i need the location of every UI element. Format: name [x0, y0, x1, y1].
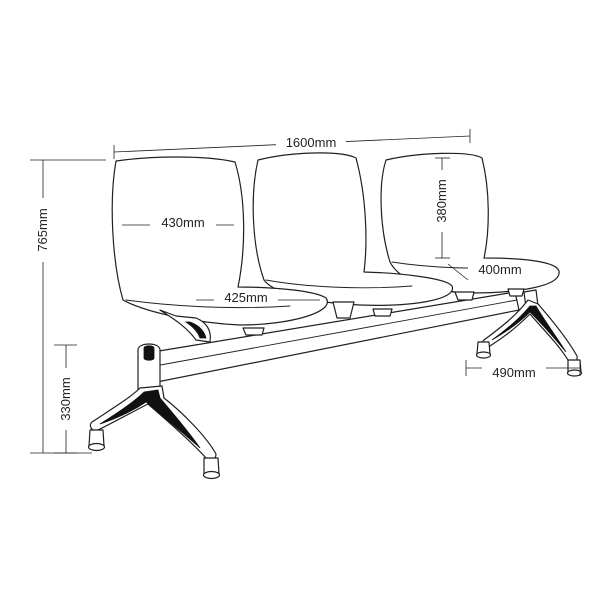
back-height-dimension: 380mm: [432, 157, 450, 259]
back-width-dimension: 430mm: [122, 214, 234, 230]
overall-height-dimension: 765mm: [30, 159, 106, 454]
overall-width-dimension: 1600mm: [113, 129, 471, 159]
seat-middle: [252, 152, 453, 319]
seat-height-label: 330mm: [58, 377, 73, 420]
seat-height-dimension: 330mm: [54, 344, 77, 454]
seat-depth-dimension: 400mm: [447, 261, 532, 281]
left-leg: [87, 343, 221, 480]
seat-width-dimension: 425mm: [196, 289, 320, 305]
seat-left: [111, 156, 328, 343]
seat-depth-label: 400mm: [478, 262, 521, 277]
right-leg: [475, 289, 583, 377]
overall-height-label: 765mm: [35, 208, 50, 251]
overall-width-label: 1600mm: [286, 135, 337, 150]
leg-depth-label: 490mm: [492, 365, 535, 380]
back-height-label: 380mm: [434, 179, 449, 222]
back-width-label: 430mm: [161, 215, 204, 230]
seat-width-label: 425mm: [224, 290, 267, 305]
leg-depth-dimension: 490mm: [465, 360, 581, 380]
